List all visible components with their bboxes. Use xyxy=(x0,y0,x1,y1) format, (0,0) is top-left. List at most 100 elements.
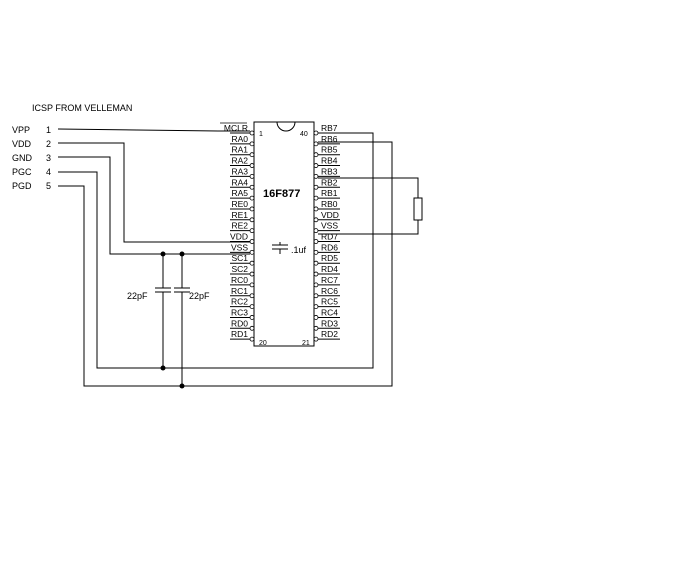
wire-rb3-resistor xyxy=(318,177,419,198)
ic-pin-label-left: RD1 xyxy=(231,329,248,339)
ic-pin-label-right: RD4 xyxy=(321,264,338,274)
ic-pin-dot xyxy=(249,336,255,342)
ic-pin-dot xyxy=(313,130,319,136)
ic-pin-dot xyxy=(249,249,255,255)
ic-pin-label-left: RA3 xyxy=(231,166,248,176)
ic-pin-label-left: VSS xyxy=(231,242,248,252)
ic-pin-dot xyxy=(249,195,255,201)
ic-pin-dot xyxy=(249,304,255,310)
ic-pin-dot xyxy=(249,163,255,168)
crystal-cap-1-label: 22pF xyxy=(127,291,148,301)
wire-pgd xyxy=(58,141,393,387)
ic-pin-label-right: RD6 xyxy=(321,242,338,252)
ic-pin-label-left: RA4 xyxy=(231,177,248,187)
ic-right-pins: RB7RB6RB5RB4RB3RB2RB1RB0VDDVSSRD7RD6RD5R… xyxy=(313,123,340,342)
ic-pin-dot xyxy=(249,282,255,288)
ic-pin-dot xyxy=(249,325,255,331)
ic-pin-dot xyxy=(249,152,255,158)
junction-dot xyxy=(179,251,185,257)
ic-pin-label-left: RE2 xyxy=(231,221,248,231)
ic-pin-dot xyxy=(249,293,255,299)
ic-pin-label-right: RD2 xyxy=(321,329,338,339)
ic-pin-label-left: RA2 xyxy=(231,156,248,166)
wire-vpp-mclr xyxy=(57,128,250,132)
ic-pin-dot xyxy=(249,239,255,244)
ic-pin-dot xyxy=(313,206,319,212)
ic-pin-dot xyxy=(249,228,255,234)
ic-pin-label-right: RB4 xyxy=(321,156,338,166)
ic-pin-label-right: RB2 xyxy=(321,177,338,187)
ic-pin-number-21: 21 xyxy=(302,340,310,347)
ic-pin-label-right: RC7 xyxy=(321,275,338,285)
wire-decoupling-cap xyxy=(272,242,288,254)
connector-pin-1: 1 xyxy=(46,125,51,135)
wire-resistor-vss xyxy=(318,220,419,235)
ic-pin-dot xyxy=(249,217,255,223)
connector-pin-3: 3 xyxy=(46,153,51,163)
ic-pin-dot xyxy=(313,293,319,299)
ic-pin-number-20: 20 xyxy=(259,340,267,347)
ic-pin-dot xyxy=(313,336,319,342)
ic-pin-dot xyxy=(249,206,255,212)
ic-16f877: 16F877 1 40 20 21 MCLRRA0RA1RA2RA3RA4RA5… xyxy=(220,121,340,347)
ic-pin-dot xyxy=(249,184,255,190)
wire-osc-2 xyxy=(174,254,190,386)
ic-pin-label-right: RD7 xyxy=(321,232,338,242)
ic-pin-dot xyxy=(249,260,255,266)
connector-pin-2: 2 xyxy=(46,139,51,149)
ic-pin-dot xyxy=(313,228,319,234)
ic-pin-dot xyxy=(249,130,255,136)
junction-dot xyxy=(160,251,166,257)
ic-pin-label-right: RC5 xyxy=(321,297,338,307)
ic-pin-dot xyxy=(249,315,255,320)
ic-pin-dot xyxy=(313,315,319,320)
ic-pin-dot xyxy=(313,152,319,158)
ic-pin-label-left: RC1 xyxy=(231,286,248,296)
ic-pin-dot xyxy=(313,141,319,147)
ic-left-pins: MCLRRA0RA1RA2RA3RA4RA5RE0RE1RE2VDDVSSSC1… xyxy=(220,122,255,342)
connector-label-vdd: VDD xyxy=(12,139,32,149)
ic-pin-label-left: RC3 xyxy=(231,307,248,317)
ic-pin-label-right: RD5 xyxy=(321,253,338,263)
schematic-title: ICSP FROM VELLEMAN xyxy=(32,103,132,113)
ic-pin-dot xyxy=(313,271,319,277)
ic-pin-label-right: RB1 xyxy=(321,188,338,198)
ic-pin-label-left: SC2 xyxy=(231,264,248,274)
ic-pin-label-left: RA1 xyxy=(231,145,248,155)
ic-pin-dot xyxy=(313,163,319,168)
connector-label-pgd: PGD xyxy=(12,181,32,191)
ic-pin-dot xyxy=(313,249,319,255)
ic-pin-dot xyxy=(313,195,319,201)
ic-pin-dot xyxy=(249,173,255,179)
ic-pin-label-left: RC2 xyxy=(231,297,248,307)
ic-pin-label-right: RC4 xyxy=(321,307,338,317)
connector-label-vpp: VPP xyxy=(12,125,30,135)
junction-dot xyxy=(179,383,185,389)
junction-dot xyxy=(160,365,166,371)
wire-osc-1 xyxy=(155,254,171,368)
ic-pin-label-right: RB3 xyxy=(321,166,338,176)
ic-pin-dot xyxy=(313,239,319,244)
ic-pin-number-1: 1 xyxy=(259,131,263,138)
ic-part-label: 16F877 xyxy=(263,188,300,200)
ic-pin-label-right: RB0 xyxy=(321,199,338,209)
ic-pin-label-right: RB5 xyxy=(321,145,338,155)
ic-pin-dot xyxy=(313,325,319,331)
ic-pin-dot xyxy=(249,271,255,277)
ic-body xyxy=(253,121,315,347)
ic-pin-label-left: RD0 xyxy=(231,318,248,328)
ic-pin-dot xyxy=(313,173,319,179)
ic-pin-dot xyxy=(313,304,319,310)
wire-vdd xyxy=(58,142,250,243)
ic-pin-label-left: RA5 xyxy=(231,188,248,198)
ic-pin-label-right: RB7 xyxy=(321,123,338,133)
ic-pin-label-left: RE1 xyxy=(231,210,248,220)
resistor xyxy=(413,197,423,221)
ic-pin-number-40: 40 xyxy=(300,131,308,138)
decoupling-cap-label: .1uf xyxy=(291,245,307,255)
ic-pin-label-left: MCLR xyxy=(224,123,248,133)
connector-pin-4: 4 xyxy=(46,167,51,177)
ic-pin-label-left: RE0 xyxy=(231,199,248,209)
wire-pgc xyxy=(58,132,374,369)
